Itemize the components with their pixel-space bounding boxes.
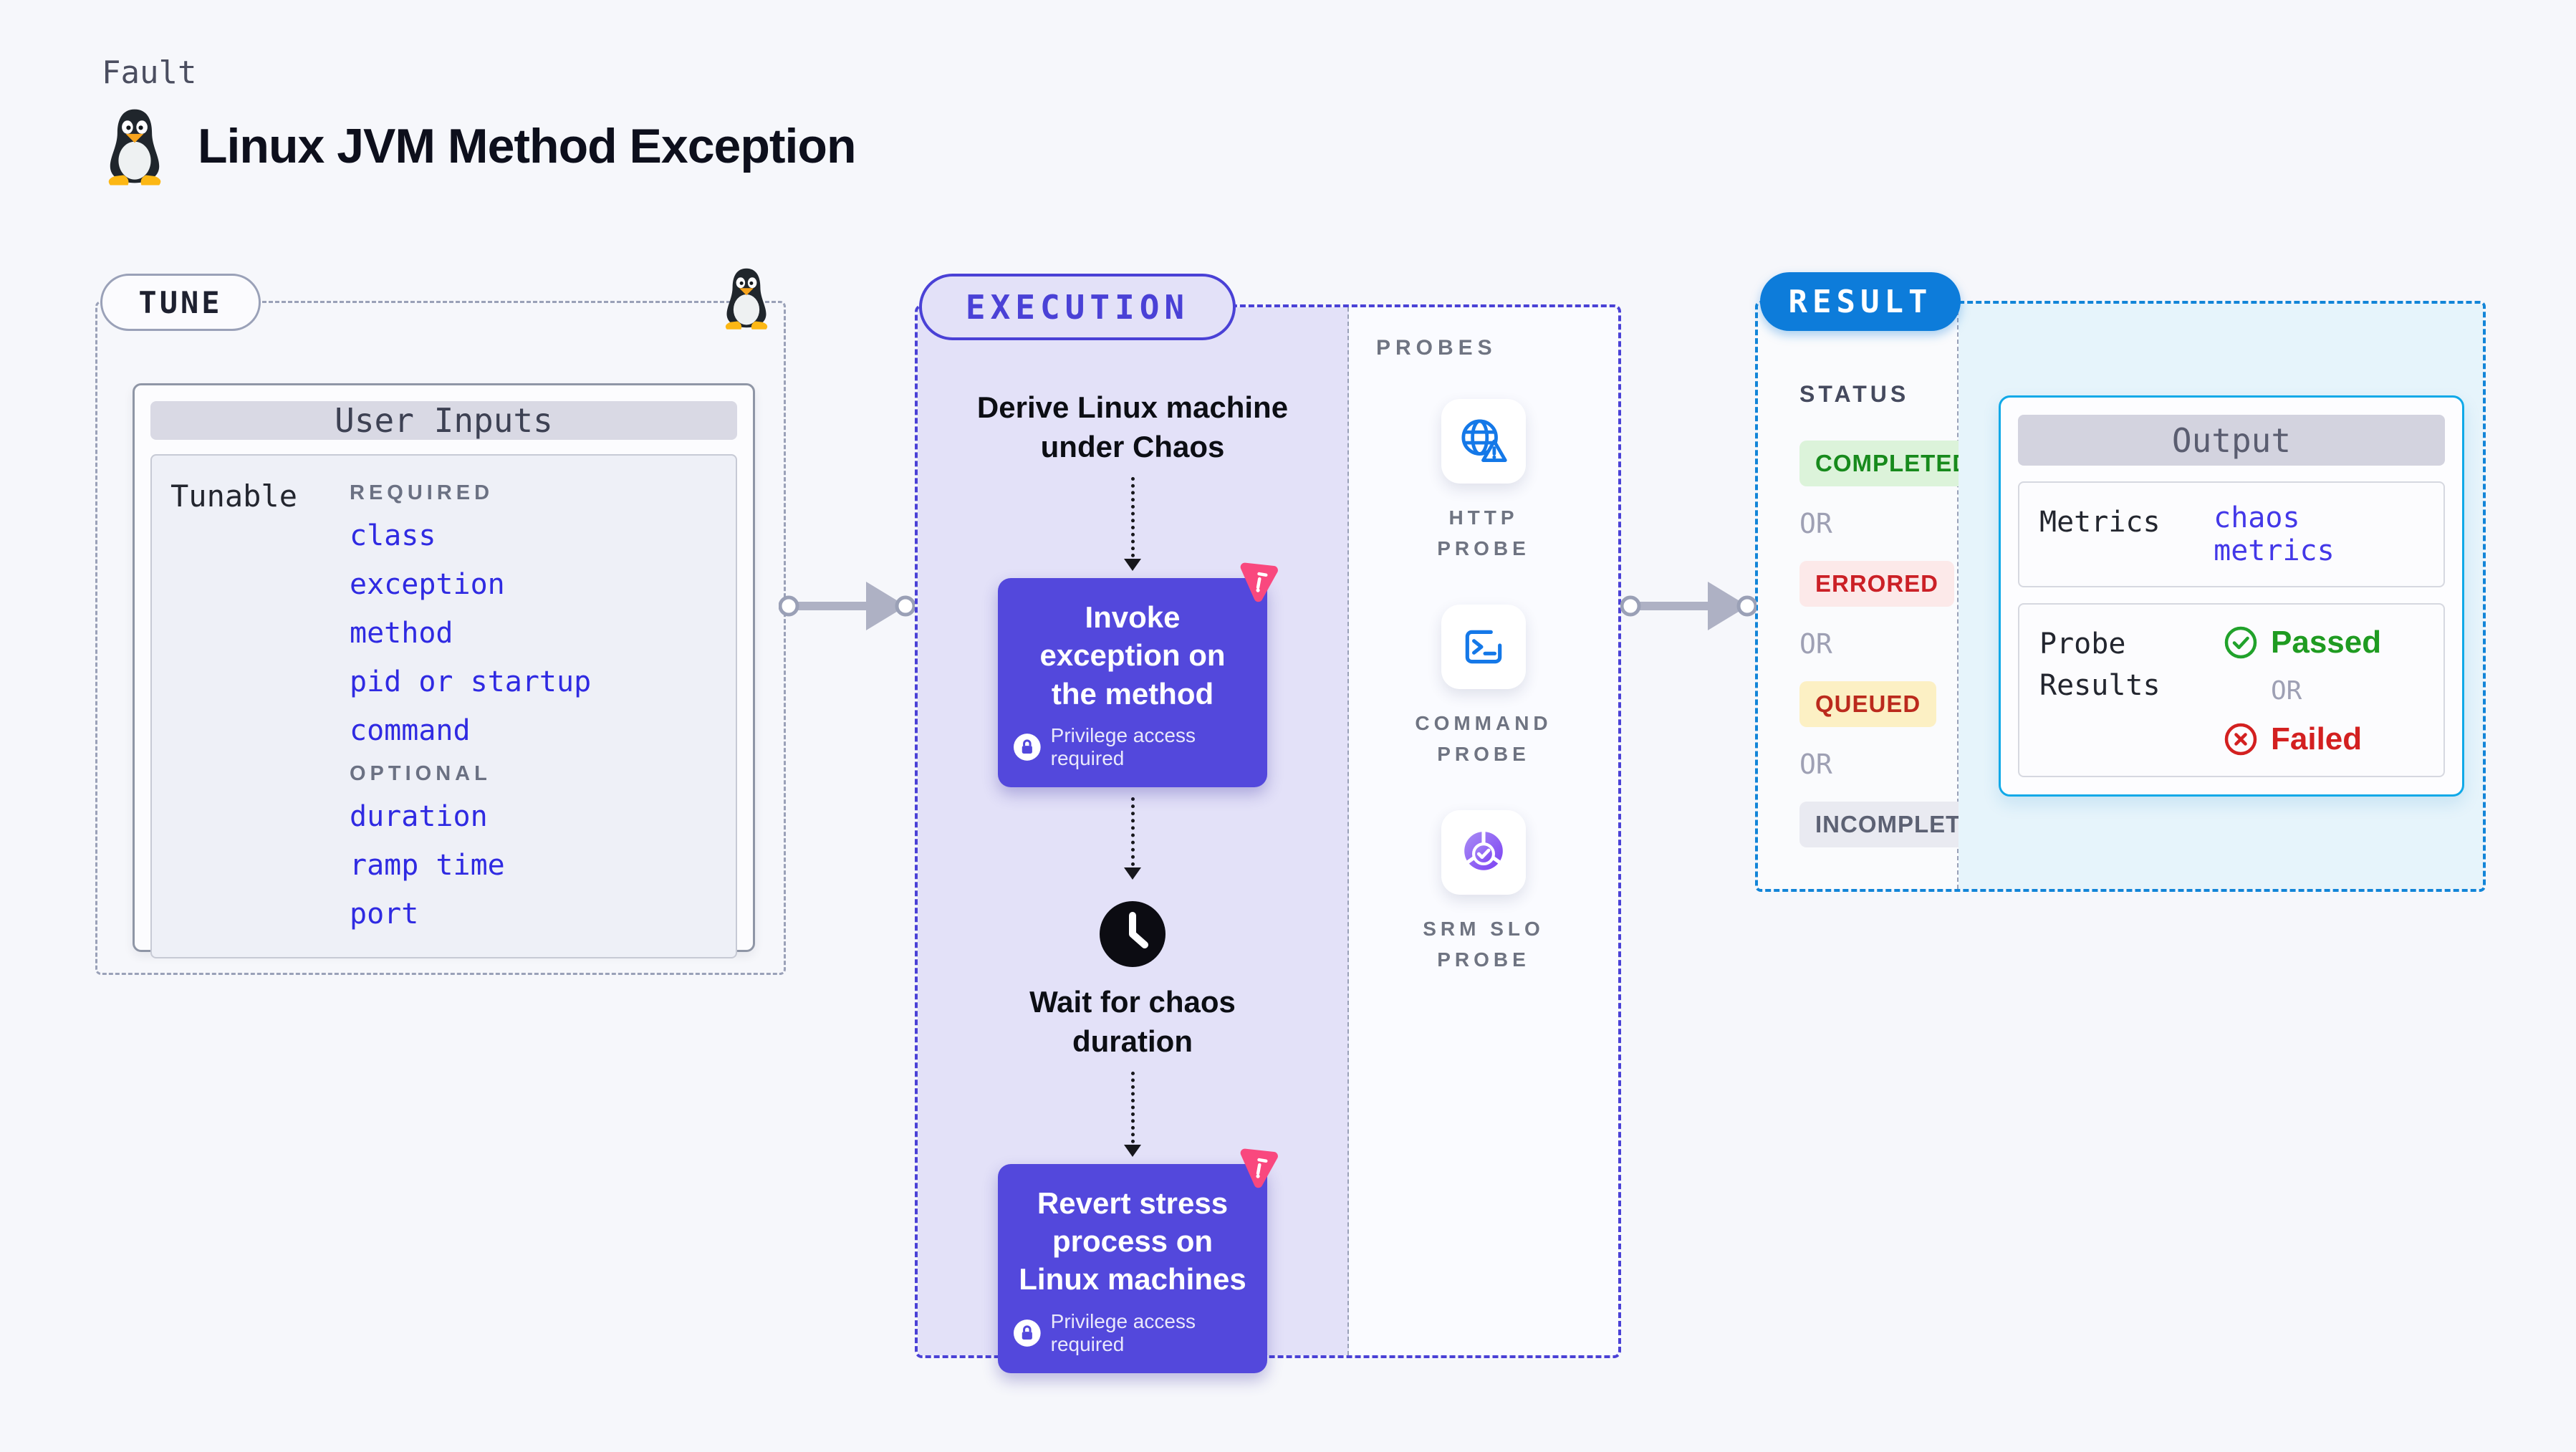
status-badge-errored: ERRORED xyxy=(1799,561,1955,607)
metrics-row: Metrics chaos metrics xyxy=(2018,481,2445,587)
execution-step-derive: Derive Linux machine under Chaos xyxy=(976,390,1289,464)
revert-stress-node[interactable]: Revert stress process on Linux machines … xyxy=(998,1148,1278,1373)
slo-donut-check-icon xyxy=(1464,830,1503,870)
passed-label: Passed xyxy=(2271,625,2382,660)
lock-icon xyxy=(1014,1319,1041,1347)
tune-section: TUNE User Inputs Tunable REQUIRED class … xyxy=(95,268,786,975)
command-probe-card[interactable] xyxy=(1441,604,1526,689)
terminal-icon xyxy=(1465,630,1502,663)
page-header: Linux JVM Method Exception xyxy=(100,106,856,186)
arrow-down-icon xyxy=(1124,867,1141,880)
arrow-down-icon xyxy=(1124,558,1141,571)
tunable-link-method[interactable]: method xyxy=(350,617,453,650)
or-separator: OR xyxy=(2271,676,2302,706)
srm-slo-probe-label: SRM SLO PROBE xyxy=(1423,917,1544,971)
tunable-link-duration[interactable]: duration xyxy=(350,800,488,833)
command-probe-label: COMMAND PROBE xyxy=(1415,711,1552,766)
status-badge-completed: COMPLETED xyxy=(1799,441,1986,486)
flow-connector xyxy=(1124,797,1141,880)
or-separator: OR xyxy=(1799,508,1832,539)
lock-icon xyxy=(1014,734,1041,761)
invoke-exception-node[interactable]: Invoke exception on the method Privilege… xyxy=(998,562,1278,787)
flow-connector xyxy=(1124,1071,1141,1157)
result-section-label: RESULT xyxy=(1760,272,1961,331)
tunable-link-ramp-time[interactable]: ramp time xyxy=(350,849,505,882)
probe-item-srm-slo: SRM SLO PROBE xyxy=(1401,809,1566,976)
user-inputs-title: User Inputs xyxy=(150,401,737,440)
arrow-down-icon xyxy=(1124,1144,1141,1157)
chaos-metrics-link[interactable]: chaos metrics xyxy=(2214,501,2335,567)
tunable-row-label: Tunable xyxy=(170,479,298,514)
output-card: Output Metrics chaos metrics Probe Resul… xyxy=(1999,395,2464,797)
probes-section: PROBES HTTP PROBE xyxy=(1349,307,1618,1355)
privilege-badge-text: Privilege access required xyxy=(1050,1309,1196,1355)
globe-alert-icon xyxy=(1461,419,1507,462)
status-heading: STATUS xyxy=(1799,381,1910,407)
probe-item-command: COMMAND PROBE xyxy=(1401,604,1566,770)
optional-heading: OPTIONAL xyxy=(350,762,491,785)
tune-to-execution-arrow xyxy=(779,582,915,630)
privilege-badge-text: Privilege access required xyxy=(1050,723,1196,769)
tunables-table: Tunable REQUIRED class exception method … xyxy=(150,454,737,958)
http-probe-card[interactable] xyxy=(1441,399,1526,484)
execution-flow: Derive Linux machine under Chaos Invoke … xyxy=(918,307,1349,1373)
probe-results-row: Probe Results Passed OR xyxy=(2018,603,2445,777)
invoke-exception-label: Invoke exception on the method xyxy=(1039,600,1226,711)
tune-section-label: TUNE xyxy=(100,274,261,331)
execution-step-wait: Wait for chaos duration xyxy=(1029,984,1236,1059)
execution-to-result-arrow xyxy=(1620,582,1756,630)
status-badge-queued: QUEUED xyxy=(1799,681,1937,727)
probes-section-label: PROBES xyxy=(1376,336,1497,360)
failed-label: Failed xyxy=(2271,721,2363,756)
execution-section-label: EXECUTION xyxy=(919,274,1236,340)
revert-stress-label: Revert stress process on Linux machines xyxy=(1019,1186,1246,1297)
x-circle-icon xyxy=(2224,723,2257,756)
probe-results-label: Probe Results xyxy=(2039,628,2161,702)
page-title: Linux JVM Method Exception xyxy=(198,119,856,173)
user-inputs-card: User Inputs Tunable REQUIRED class excep… xyxy=(133,383,755,958)
status-column: STATUS COMPLETED OR ERRORED OR QUEUED OR… xyxy=(1758,304,2012,889)
http-probe-label: HTTP PROBE xyxy=(1437,506,1530,560)
required-heading: REQUIRED xyxy=(350,481,494,504)
tux-penguin-icon xyxy=(108,109,161,186)
result-section: RESULT STATUS COMPLETED OR ERRORED OR QU… xyxy=(1755,272,2486,892)
output-title: Output xyxy=(2018,415,2445,466)
chaos-hog-icon xyxy=(1240,562,1278,602)
metrics-label: Metrics xyxy=(2039,506,2161,539)
check-circle-icon xyxy=(2224,626,2257,659)
or-separator: OR xyxy=(1799,628,1832,660)
clock-icon xyxy=(1098,900,1167,972)
tunable-link-exception[interactable]: exception xyxy=(350,568,505,601)
tunable-link-class[interactable]: class xyxy=(350,519,436,552)
tunable-link-pid-or-startup-command[interactable]: pid or startup command xyxy=(350,665,592,747)
page-kicker: Fault xyxy=(102,54,197,91)
probe-item-http: HTTP PROBE xyxy=(1401,399,1566,564)
srm-slo-probe-card[interactable] xyxy=(1441,809,1526,895)
chaos-hog-icon xyxy=(1240,1148,1278,1188)
flow-connector xyxy=(1124,476,1141,571)
tunable-link-port[interactable]: port xyxy=(350,898,419,931)
or-separator: OR xyxy=(1799,749,1832,780)
tux-penguin-icon-small xyxy=(725,268,768,330)
output-area: Output Metrics chaos metrics Probe Resul… xyxy=(1959,304,2483,889)
execution-section: EXECUTION Derive Linux machine under Cha… xyxy=(915,274,1621,1373)
